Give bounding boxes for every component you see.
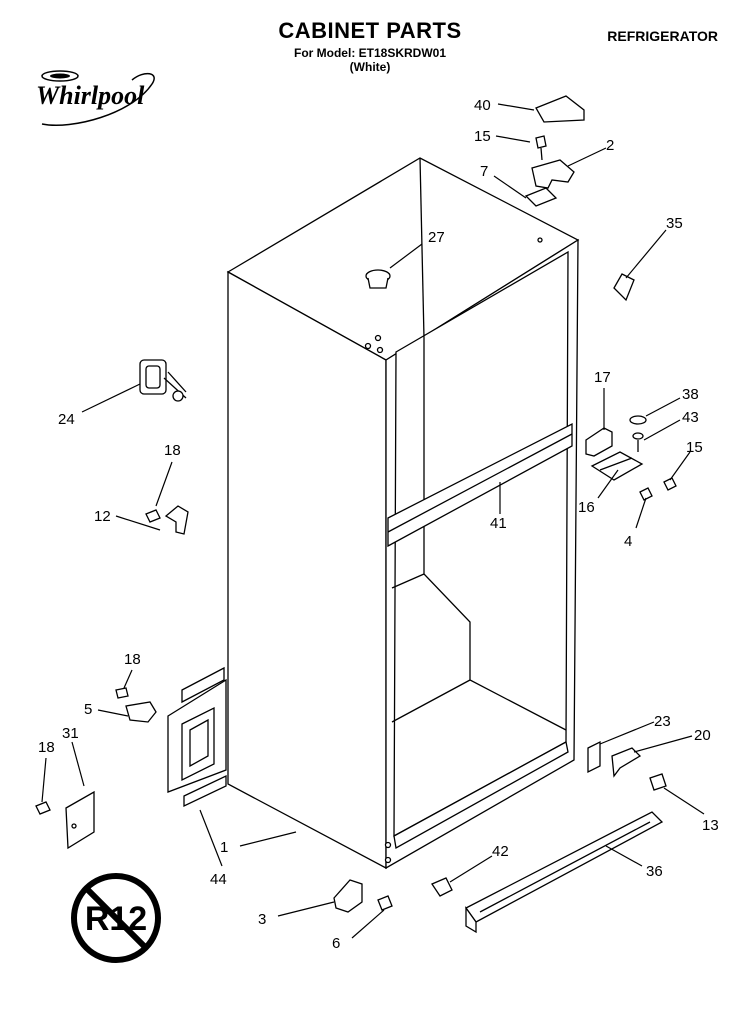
callout-label: 2 — [606, 137, 614, 154]
callout-label: 20 — [694, 727, 711, 744]
callout-label: 18 — [38, 739, 55, 756]
callout-label: 18 — [164, 442, 181, 459]
leader-lines — [41, 103, 705, 939]
callout-label: 35 — [666, 215, 683, 232]
toe-grille — [465, 811, 664, 934]
callout-label: 15 — [474, 128, 491, 145]
callout-label: 40 — [474, 97, 491, 114]
callout-label: 38 — [682, 386, 699, 403]
callout-label: 23 — [654, 713, 671, 730]
callout-numbers: 40 15 2 7 27 35 24 18 12 17 38 43 15 16 … — [38, 97, 719, 952]
grille-clip — [431, 877, 453, 897]
callout-label: 1 — [220, 839, 228, 856]
callout-label: 36 — [646, 863, 663, 880]
logo-wordmark: Whirlpool — [36, 81, 145, 110]
callout-label: 27 — [428, 229, 445, 246]
callout-label: 15 — [686, 439, 703, 456]
callout-label: 16 — [578, 499, 595, 516]
callout-label: 41 — [490, 515, 507, 532]
callout-label: 44 — [210, 871, 227, 888]
callout-label: 31 — [62, 725, 79, 742]
screw-top-hinge — [535, 135, 547, 161]
callout-label: 24 — [58, 411, 75, 428]
hinge-cover — [535, 95, 585, 123]
callout-label: 43 — [682, 409, 699, 426]
callout-label: 3 — [258, 911, 266, 928]
callout-label: 42 — [492, 843, 509, 860]
hinge-pin-cover — [613, 273, 635, 302]
callout-label: 6 — [332, 935, 340, 952]
cabinet-shell — [226, 157, 580, 870]
callout-label: 5 — [84, 701, 92, 718]
appliance-category: REFRIGERATOR — [607, 28, 718, 44]
lower-left-hinge — [115, 687, 157, 723]
callout-label: 4 — [624, 533, 632, 550]
callout-label: 12 — [94, 508, 111, 525]
cabinet-plug — [365, 269, 391, 289]
r12-badge-text: R12 — [85, 900, 147, 938]
center-mullion — [387, 422, 573, 548]
callout-label: 17 — [594, 369, 611, 386]
center-hinge-set — [585, 415, 677, 501]
model-number: For Model: ET18SKRDW01 — [293, 46, 446, 60]
whirlpool-logo: Whirlpool — [36, 70, 155, 126]
access-cover — [35, 790, 95, 850]
leveler-bracket — [333, 879, 393, 913]
base-bracket-plate — [167, 666, 227, 808]
callout-label: 13 — [702, 817, 719, 834]
top-hinge — [531, 159, 575, 189]
hinge-shim — [524, 187, 558, 207]
lower-right-hinge — [587, 740, 667, 791]
r12-refrigerant-badge: R12 — [71, 873, 161, 963]
callout-label: 18 — [124, 651, 141, 668]
bracket-upper-left — [145, 505, 189, 535]
page-title: CABINET PARTS — [278, 18, 462, 43]
callout-label: 7 — [480, 163, 488, 180]
model-color: (White) — [349, 60, 391, 74]
door-stop — [139, 359, 187, 402]
